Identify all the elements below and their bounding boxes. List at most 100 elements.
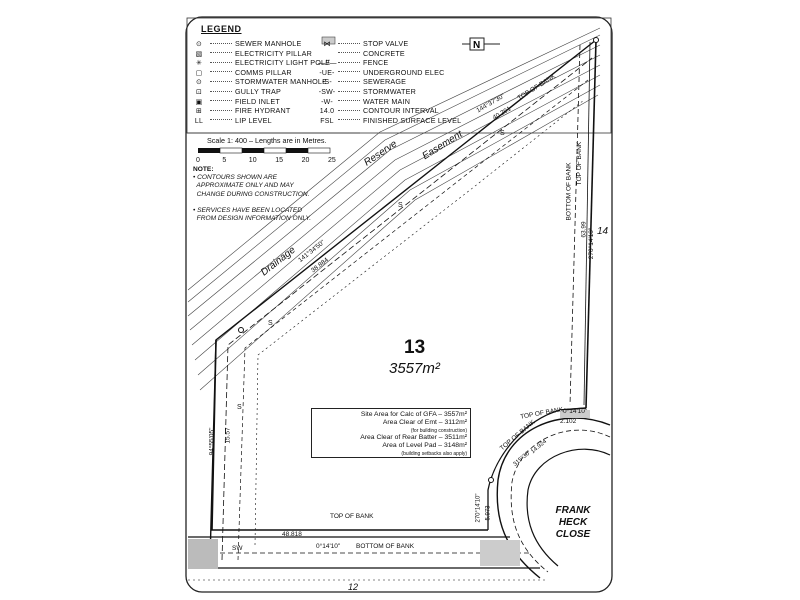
street-name: FRANK HECK CLOSE [548, 505, 598, 541]
scale-tick: 5 [222, 157, 227, 164]
stormwater-icon: -SW- [318, 89, 336, 96]
label-sewer-3: S [398, 202, 403, 209]
label-arc-dist-2: 5.973 [485, 505, 492, 521]
legend-label: FIELD INLET [235, 96, 280, 106]
label-lot-14: 14 [597, 226, 609, 237]
legend-leader [210, 100, 232, 102]
legend-item: ⊞FIRE HYDRANT [190, 106, 291, 116]
contour-interval-icon: 14.0 [319, 108, 335, 116]
legend-item: ⊙ SEWER MANHOLE [190, 39, 302, 49]
label-bearing-east: 270°14'10" [588, 227, 596, 260]
legend-label: CONTOUR INTERVAL [363, 106, 439, 116]
area-row-pad: Area of Level Pad – 3148m² [382, 442, 467, 450]
legend-item: -S- SEWERAGE [318, 77, 406, 87]
legend-item: 14.0 CONTOUR INTERVAL [318, 106, 439, 116]
label-bottom-of-bank-east: BOTTOM OF BANK [565, 162, 573, 221]
label-bearing-south: 0°14'10" [316, 543, 341, 550]
legend-item: CONCRETE [318, 49, 405, 58]
field-inlet-icon: ▣ [195, 98, 203, 106]
legend-label: STORMWATER MANHOLE [235, 77, 328, 87]
sewer-manhole-icon: ⊙ [195, 41, 203, 48]
label-dist-south: 48.818 [282, 531, 302, 538]
legend-item: -UE-UNDERGROUND ELEC [318, 68, 444, 78]
label-bearing-corner: 0°14'10" [563, 408, 588, 415]
fence-icon: —//— [318, 60, 337, 68]
note-line: APPROXIMATE ONLY AND MAY [193, 182, 294, 190]
concrete-footpath [188, 410, 590, 569]
legend-leader [210, 119, 232, 121]
legend-item: —//— FENCE [318, 58, 388, 68]
label-lot-12: 12 [348, 582, 359, 592]
scale-bar [198, 147, 331, 154]
legend-label: FINISHED SURFACE LEVEL [363, 115, 462, 125]
label-sewer-4: S [500, 130, 505, 137]
label-bottom-of-bank-south: BOTTOM OF BANK [356, 543, 415, 550]
legend-leader [338, 42, 360, 44]
svg-text:N: N [473, 40, 480, 51]
legend-leader [210, 71, 232, 73]
scale-tick: 20 [301, 157, 310, 164]
legend-item: -SW- STORMWATER [318, 87, 416, 97]
note-line: • SERVICES HAVE BEEN LOCATED [193, 206, 303, 214]
legend-label: ELECTRICITY LIGHT POLE [235, 58, 331, 68]
sewer-manhole-icon [238, 37, 599, 483]
legend-title: LEGEND [201, 24, 242, 34]
area-row-gfa: Site Area for Calc of GFA – 3557m² [360, 411, 467, 418]
notes: NOTE: • CONTOURS SHOWN ARE APPROXIMATE O… [193, 166, 343, 223]
area-note-construction: (for building construction) [410, 427, 467, 434]
stop-valve-icon: ⋈ [323, 41, 331, 48]
label-bearing-west: 94°55'05" [208, 427, 216, 456]
legend-leader [338, 71, 360, 73]
label-sewer-1: S [237, 404, 242, 411]
legend-leader [210, 90, 232, 92]
legend-item: ⋈ STOP VALVE [318, 39, 408, 49]
comms-pillar-icon: ▢ [195, 69, 203, 77]
label-sw: SW [232, 545, 243, 552]
underground-elec-icon: -UE- [319, 69, 335, 77]
legend-label: STOP VALVE [363, 39, 409, 48]
legend-leader [338, 100, 360, 102]
legend-label: ELECTRICITY PILLAR [235, 48, 312, 58]
water-main-icon: -W- [321, 98, 333, 106]
scale-tick: 10 [248, 157, 257, 164]
legend-leader [338, 109, 360, 111]
legend-item: ▢ COMMS PILLAR [190, 68, 292, 78]
legend-item: FSL FINISHED SURFACE LEVEL [318, 116, 461, 126]
legend-leader [210, 109, 232, 111]
label-arc-bearing-2: 270°14'10" [475, 493, 482, 523]
fsl-icon: FSL [320, 117, 334, 125]
area-row-emt: Area Clear of Emt – 3112m² [382, 419, 467, 427]
legend-label: LIP LEVEL [235, 115, 272, 125]
legend-item: ▧ELECTRICITY PILLAR [190, 49, 312, 59]
legend-leader [338, 80, 360, 82]
lot-area: 3557m² [389, 360, 440, 377]
label-dist-west: 15.57 [224, 427, 232, 444]
legend-label: FENCE [363, 58, 389, 68]
stormwater-manhole-icon: ⊙ [195, 79, 203, 87]
legend-item: ▣ FIELD INLET [190, 97, 280, 107]
legend-leader [210, 61, 232, 63]
note-line [193, 199, 343, 207]
legend-label: STORMWATER [363, 87, 416, 96]
scale-tick: 0 [196, 157, 200, 164]
area-note-setbacks: (building setbacks also apply) [401, 450, 467, 457]
label-sewer-2: S [268, 320, 273, 327]
note-items: • CONTOURS SHOWN ARE APPROXIMATE ONLY AN… [193, 174, 343, 223]
legend-label: SEWER MANHOLE [235, 39, 302, 48]
sewerage-icon: -S- [322, 79, 332, 87]
scale-tick: 25 [328, 157, 336, 164]
legend-item: ⊙ STORMWATER MANHOLE [190, 77, 327, 87]
note-line: CHANGE DURING CONSTRUCTION. [193, 190, 310, 198]
street-line-3: CLOSE [555, 529, 591, 540]
light-pole-icon: ✳ [195, 60, 203, 68]
legend-label: COMMS PILLAR [235, 67, 292, 77]
label-dist-east: 63.99 [580, 221, 588, 238]
legend-leader [338, 52, 360, 54]
south-road [188, 536, 548, 581]
legend-label: FIRE HYDRANT [235, 106, 291, 116]
legend-label: SEWERAGE [363, 77, 407, 87]
scale-tick: 15 [275, 157, 283, 164]
legend-leader [338, 61, 360, 63]
north-arrow-icon: N [462, 37, 500, 51]
